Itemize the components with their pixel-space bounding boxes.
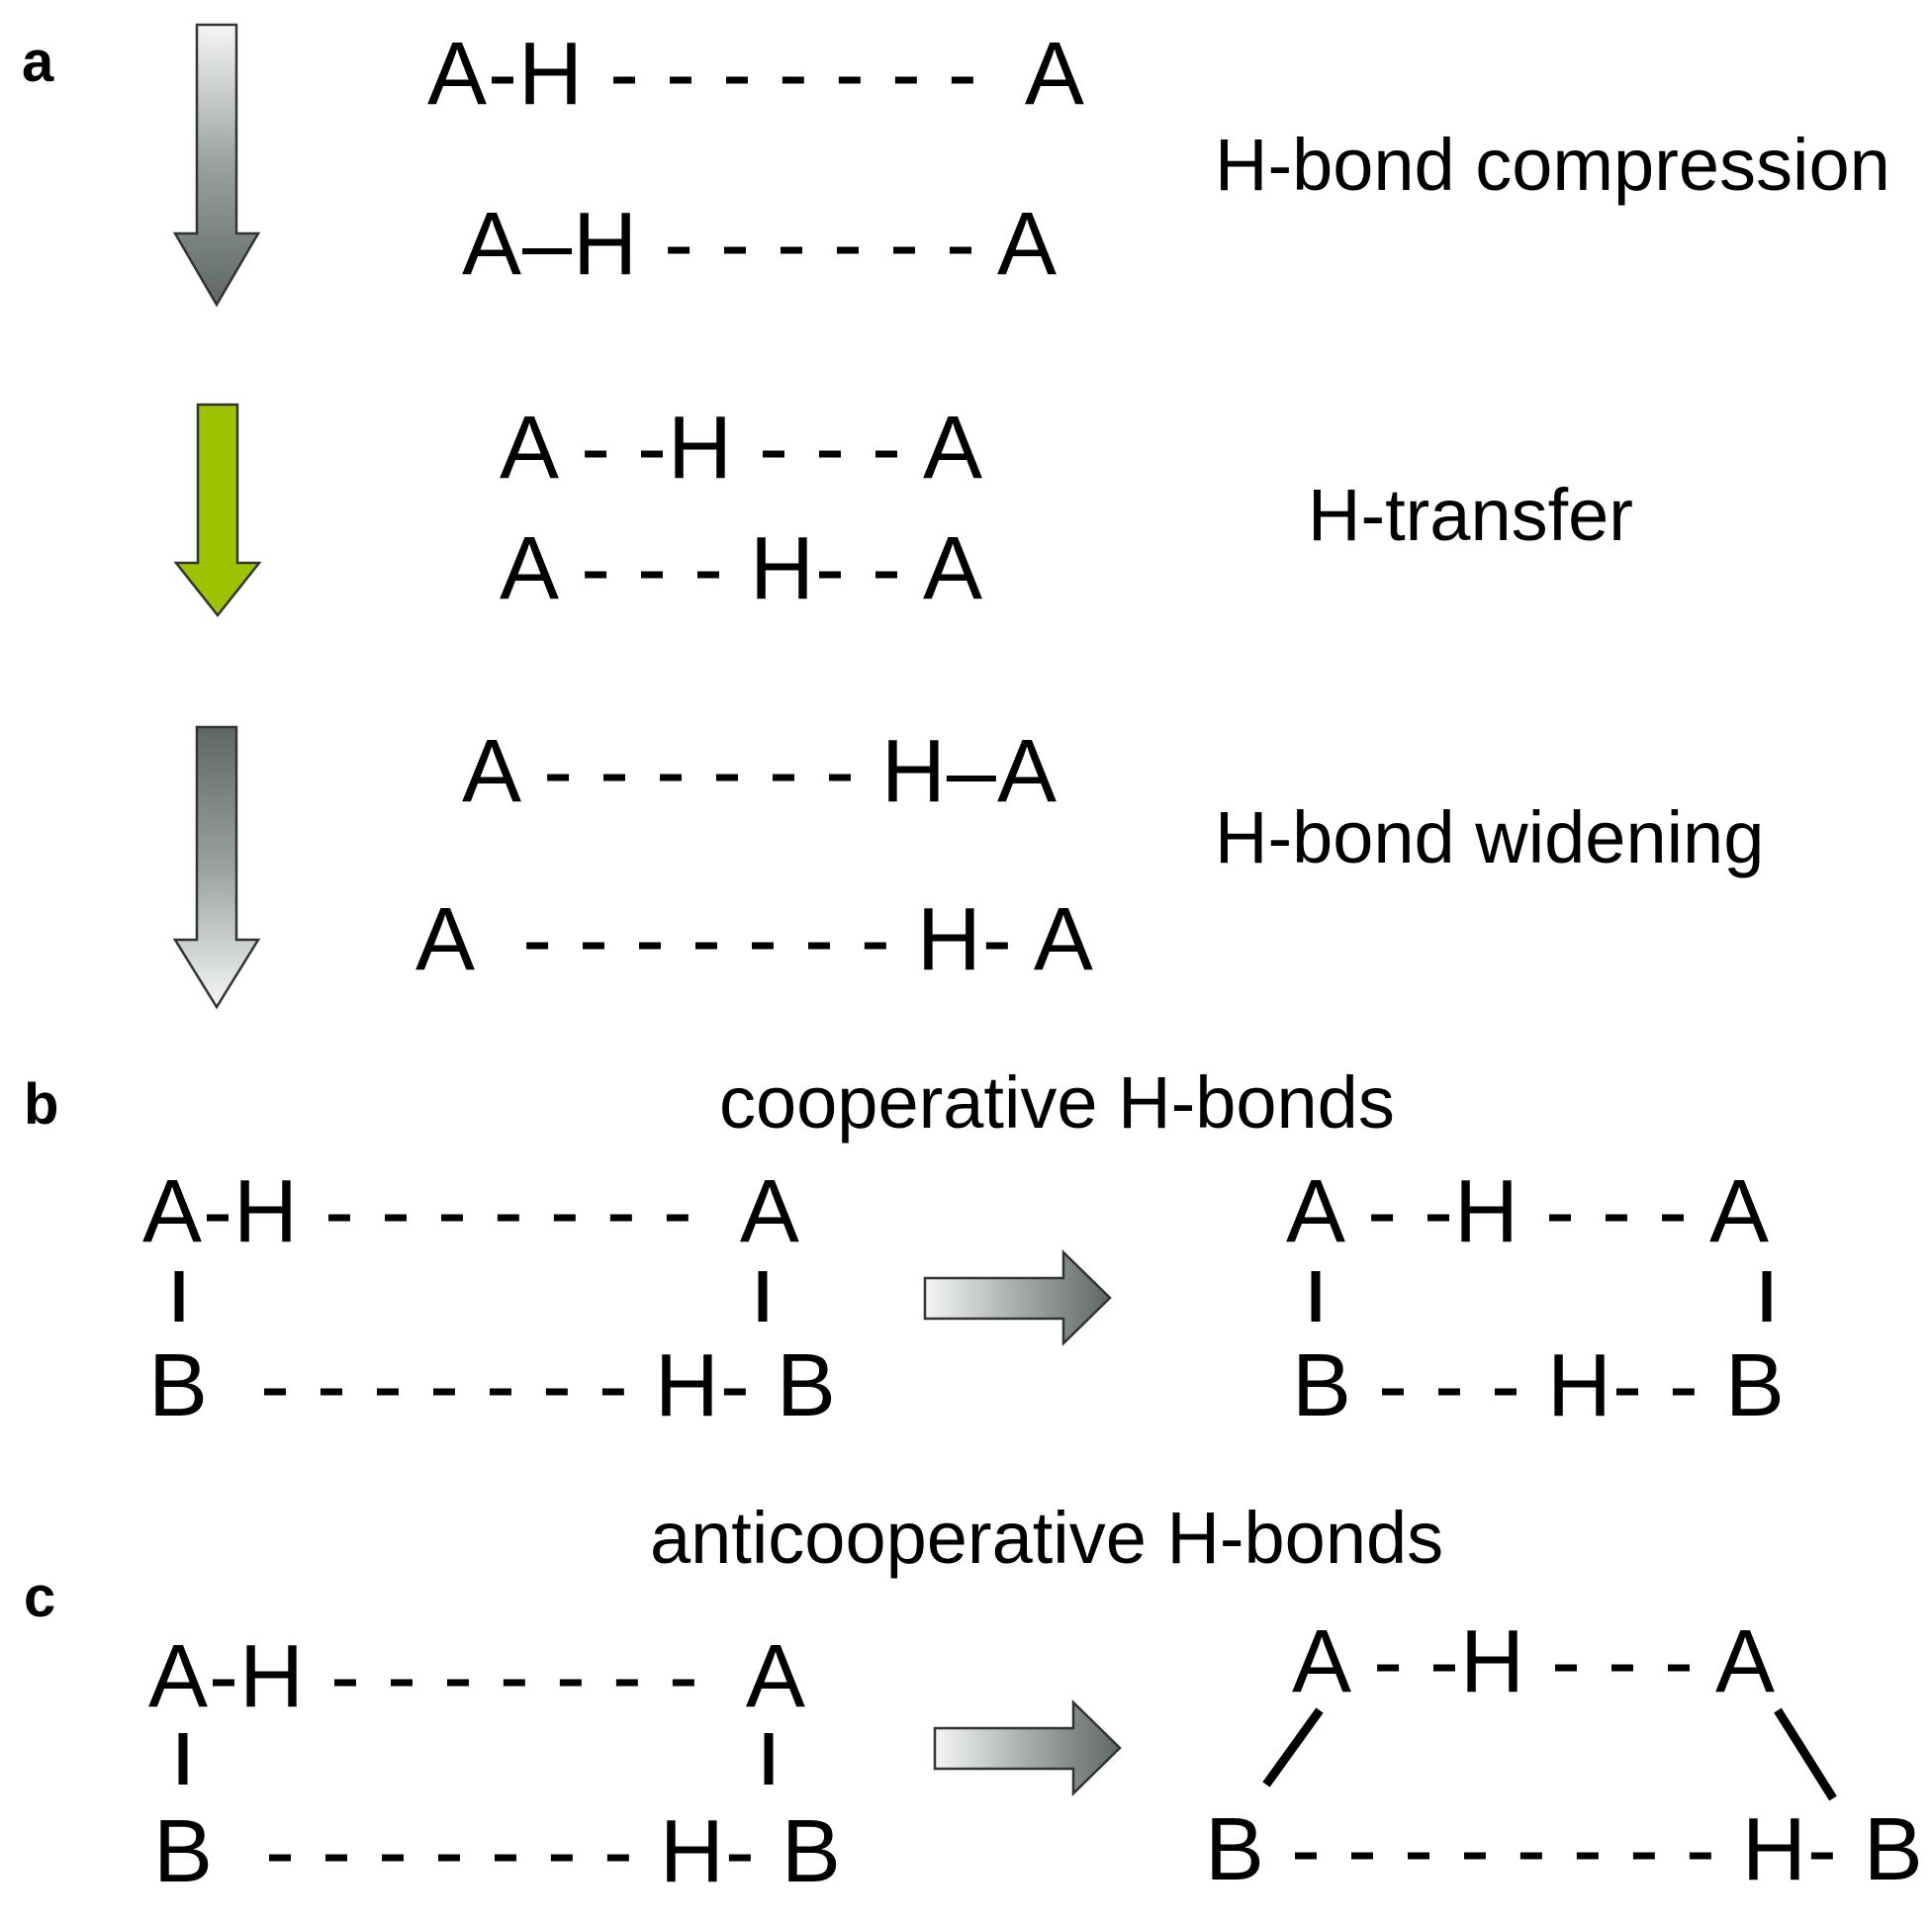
a-row-3: A - -H - - - A <box>500 399 984 498</box>
caption-hbond-compression: H-bond compression <box>1215 124 1890 206</box>
widening-arrow-icon <box>172 725 261 1010</box>
a-row-5: A - - - - - - H–A <box>462 722 1058 821</box>
b-right-top-row: A - -H - - - A <box>1286 1162 1771 1261</box>
a-row-4: A - - - H- - A <box>500 519 984 618</box>
a-row-1: A-H - - - - - - - A <box>427 25 1085 124</box>
c-left-bottom-row: B - - - - - - - H- B <box>153 1802 842 1901</box>
c-right-bottom-row: B - - - - - - - - H- B <box>1205 1800 1924 1899</box>
c-right-bond-left <box>1262 1707 1324 1788</box>
b-title: cooperative H-bonds <box>719 1061 1395 1144</box>
b-left-top-row: A-H - - - - - - - A <box>142 1162 800 1261</box>
caption-h-transfer: H-transfer <box>1308 474 1633 556</box>
c-title: anticooperative H-bonds <box>650 1497 1444 1579</box>
panel-label-b: b <box>24 1072 59 1137</box>
caption-hbond-widening: H-bond widening <box>1215 796 1765 878</box>
panel-label-c: c <box>24 1565 56 1629</box>
compression-arrow-icon <box>172 23 261 308</box>
cooperative-arrow-icon <box>923 1249 1112 1346</box>
c-left-top-row: A-H - - - - - - - A <box>148 1627 806 1726</box>
c-right-bond-right <box>1774 1707 1837 1801</box>
panel-label-a: a <box>22 30 54 94</box>
a-row-2: A–H - - - - - - A <box>462 195 1058 294</box>
c-right-top-row: A - -H - - - A <box>1292 1612 1777 1711</box>
b-left-bottom-row: B - - - - - - - H- B <box>148 1336 837 1435</box>
b-right-bottom-row: B - - - H- - B <box>1292 1336 1786 1435</box>
a-row-6: A - - - - - - - H- A <box>415 890 1094 989</box>
anticooperative-arrow-icon <box>933 1699 1122 1796</box>
transfer-arrow-icon <box>173 403 262 618</box>
